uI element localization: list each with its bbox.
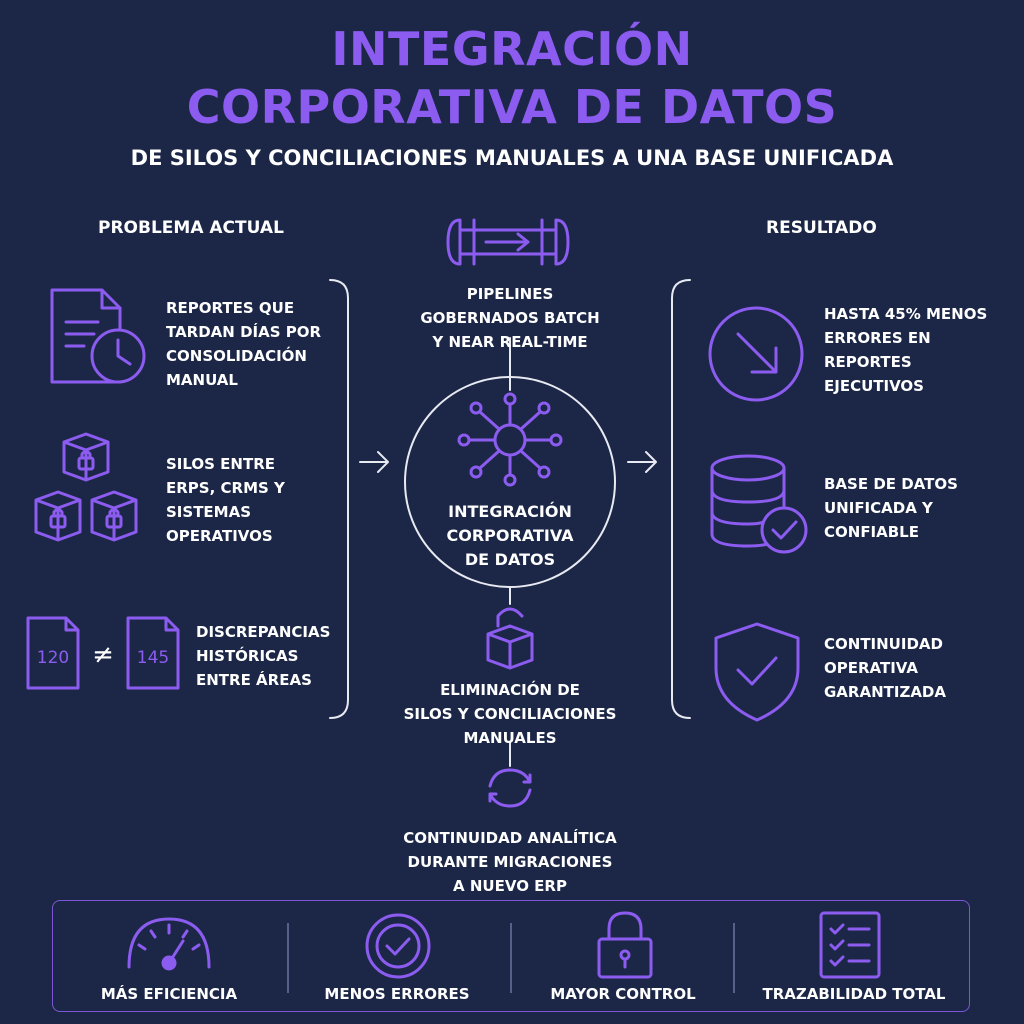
footer-divider-2 <box>510 923 512 993</box>
footer-label-2: MENOS ERRORES <box>324 985 470 1003</box>
padlock-icon <box>597 911 653 979</box>
footer-label-3: MAYOR CONTROL <box>550 985 696 1003</box>
speedometer-icon <box>127 917 211 971</box>
checklist-icon <box>819 911 881 979</box>
mismatch-value-b: 145 <box>136 648 170 668</box>
report-clock-icon <box>50 288 146 384</box>
database-check-icon <box>710 454 808 554</box>
left-column-heading: PROBLEMA ACTUAL <box>98 218 284 238</box>
mismatch-value-a: 120 <box>36 648 70 668</box>
locked-cubes-icon <box>34 432 138 542</box>
title-line-1: INTEGRACIÓN <box>331 22 693 76</box>
right-bracket <box>671 279 691 719</box>
refresh-cycle-icon <box>488 768 532 808</box>
network-hub-icon <box>457 392 563 487</box>
right-column-heading: RESULTADO <box>766 218 877 238</box>
footer-label-4: TRAZABILIDAD TOTAL <box>762 985 946 1003</box>
right-arrow <box>627 451 657 473</box>
pipeline-icon <box>446 218 570 266</box>
left-arrow <box>359 451 389 473</box>
document-mismatch-icon <box>26 616 180 690</box>
footer-divider-3 <box>733 923 735 993</box>
arrow-down-circle-icon <box>708 306 804 402</box>
benefits-footer: MÁS EFICIENCIA MENOS ERRORES MAYOR CONTR… <box>52 900 970 1012</box>
footer-divider-1 <box>287 923 289 993</box>
footer-label-1: MÁS EFICIENCIA <box>100 985 238 1003</box>
left-bracket <box>329 279 349 719</box>
check-circle-icon <box>365 913 431 979</box>
shield-check-icon <box>714 622 800 722</box>
unlocked-cube-icon <box>486 607 534 670</box>
not-equal-symbol: ≠ <box>92 640 114 670</box>
title-line-2: CORPORATIVA DE DATOS <box>186 80 838 134</box>
subtitle: DE SILOS Y CONCILIACIONES MANUALES A UNA… <box>130 146 894 170</box>
